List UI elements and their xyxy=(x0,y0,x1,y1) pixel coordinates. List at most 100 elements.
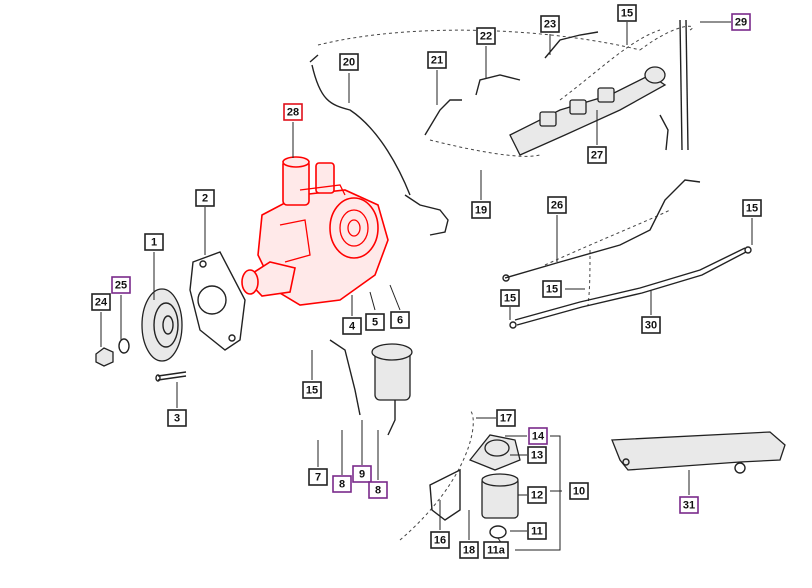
callout-box xyxy=(308,468,328,486)
callout-number: 15 xyxy=(546,284,558,296)
callout-16[interactable]: 16 xyxy=(430,531,450,549)
callout-box xyxy=(527,486,547,504)
callout-number: 5 xyxy=(372,317,378,329)
callout-15a[interactable]: 15 xyxy=(617,4,637,22)
callout-10[interactable]: 10 xyxy=(569,482,589,500)
callout-box xyxy=(483,541,509,559)
filter-housing-assembly xyxy=(429,434,521,539)
callout-14[interactable]: 14 xyxy=(528,427,548,445)
callout-28[interactable]: 28 xyxy=(283,103,303,121)
callout-box xyxy=(339,53,359,71)
callout-13[interactable]: 13 xyxy=(527,446,547,464)
callout-2[interactable]: 2 xyxy=(195,189,215,207)
callout-number: 15 xyxy=(504,293,516,305)
callout-box xyxy=(528,427,548,445)
callout-box xyxy=(679,496,699,514)
callout-number: 27 xyxy=(591,150,603,162)
return-line-part xyxy=(679,19,689,151)
callout-box xyxy=(390,311,410,329)
callout-5[interactable]: 5 xyxy=(365,313,385,331)
callout-22[interactable]: 22 xyxy=(476,27,496,45)
callout-3[interactable]: 3 xyxy=(167,409,187,427)
callout-box xyxy=(365,313,385,331)
callout-box xyxy=(540,15,560,33)
callout-box xyxy=(496,409,516,427)
callout-6[interactable]: 6 xyxy=(390,311,410,329)
callout-box xyxy=(731,13,751,31)
fuel-injection-pump-highlighted xyxy=(241,156,389,306)
callout-21[interactable]: 21 xyxy=(427,51,447,69)
callout-20[interactable]: 20 xyxy=(339,53,359,71)
callout-box xyxy=(430,531,450,549)
callout-4[interactable]: 4 xyxy=(342,317,362,335)
callout-number: 11 xyxy=(531,526,543,538)
callout-number: 2 xyxy=(202,193,208,205)
callout-9[interactable]: 9 xyxy=(352,465,372,483)
callout-number: 8 xyxy=(339,479,345,491)
callout-number: 31 xyxy=(683,500,695,512)
callout-number: 29 xyxy=(735,17,747,29)
callout-number: 26 xyxy=(551,200,563,212)
callout-15e[interactable]: 15 xyxy=(302,381,322,399)
callout-24[interactable]: 24 xyxy=(91,293,111,311)
callout-31[interactable]: 31 xyxy=(679,496,699,514)
callout-27[interactable]: 27 xyxy=(587,146,607,164)
fuel-rail-assembly xyxy=(424,31,669,156)
callout-26[interactable]: 26 xyxy=(547,196,567,214)
callout-number: 15 xyxy=(621,8,633,20)
callout-30[interactable]: 30 xyxy=(641,316,661,334)
callout-number: 21 xyxy=(431,55,443,67)
callout-19[interactable]: 19 xyxy=(471,201,491,219)
callout-box xyxy=(641,316,661,334)
gasket-part xyxy=(189,251,246,351)
callout-11[interactable]: 11 xyxy=(527,522,547,540)
callout-15c[interactable]: 15 xyxy=(500,289,520,307)
callout-15d[interactable]: 15 xyxy=(742,199,762,217)
callout-box xyxy=(617,4,637,22)
leader-lines xyxy=(100,21,753,551)
callout-number: 16 xyxy=(434,535,446,547)
stud-part xyxy=(155,371,187,382)
callout-23[interactable]: 23 xyxy=(540,15,560,33)
fuel-supply-line-part xyxy=(309,54,449,236)
callout-box xyxy=(283,103,303,121)
callout-8a[interactable]: 8 xyxy=(332,475,352,493)
callout-box xyxy=(527,446,547,464)
callout-8b[interactable]: 8 xyxy=(368,481,388,499)
callout-number: 28 xyxy=(287,107,299,119)
callout-1[interactable]: 1 xyxy=(144,233,164,251)
callout-box xyxy=(527,522,547,540)
callout-number: 19 xyxy=(475,205,487,217)
callout-number: 8 xyxy=(375,485,381,497)
callout-18[interactable]: 18 xyxy=(459,541,479,559)
callout-box xyxy=(342,317,362,335)
callout-box xyxy=(427,51,447,69)
callout-number: 7 xyxy=(315,472,321,484)
drive-gear-part xyxy=(141,288,183,362)
callout-15b[interactable]: 15 xyxy=(542,280,562,298)
callout-box xyxy=(167,409,187,427)
callout-box xyxy=(459,541,479,559)
callout-number: 6 xyxy=(397,315,403,327)
callout-25[interactable]: 25 xyxy=(111,276,131,294)
callout-number: 23 xyxy=(544,19,556,31)
callout-box xyxy=(471,201,491,219)
washer-and-nut-parts xyxy=(95,338,130,367)
callout-box xyxy=(302,381,322,399)
callout-box xyxy=(742,199,762,217)
callout-7[interactable]: 7 xyxy=(308,468,328,486)
callout-number: 11a xyxy=(487,545,506,557)
callout-number: 3 xyxy=(174,413,180,425)
callout-box xyxy=(352,465,372,483)
callout-box xyxy=(332,475,352,493)
callout-number: 15 xyxy=(306,385,318,397)
callout-11a[interactable]: 11a xyxy=(483,541,509,559)
callout-17[interactable]: 17 xyxy=(496,409,516,427)
callout-29[interactable]: 29 xyxy=(731,13,751,31)
callout-box xyxy=(195,189,215,207)
callout-12[interactable]: 12 xyxy=(527,486,547,504)
bracket-part xyxy=(611,431,786,474)
callout-number: 18 xyxy=(463,545,475,557)
